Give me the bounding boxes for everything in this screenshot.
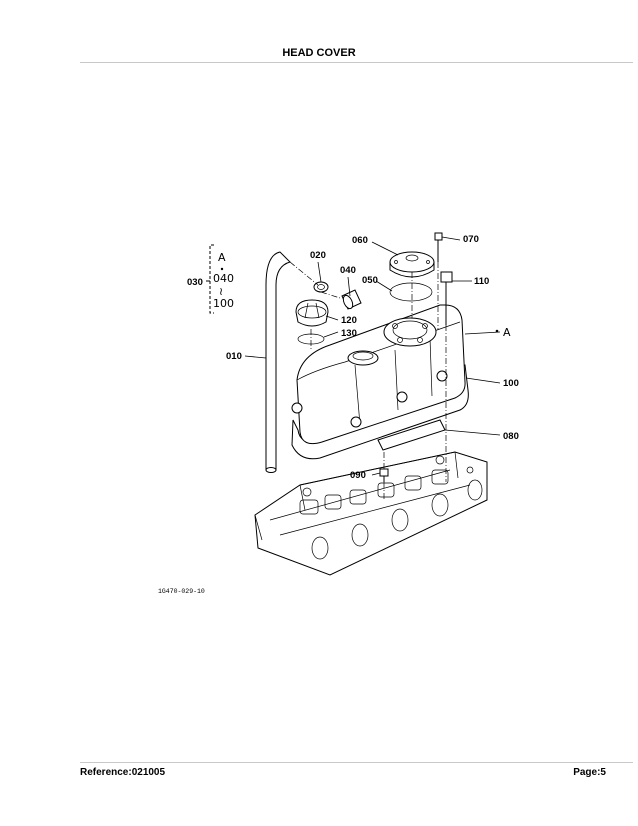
ref-marker-dot — [495, 329, 499, 333]
bracket-top: A — [218, 251, 226, 264]
callout-020: 020 — [310, 250, 326, 261]
callout-130: 130 — [341, 328, 357, 339]
pipe-end — [265, 467, 277, 473]
breather-pipe — [265, 251, 291, 471]
page-number: Page:5 — [573, 767, 606, 778]
breather-cover — [389, 251, 435, 278]
header-divider — [80, 62, 633, 63]
bracket-dot — [220, 267, 224, 271]
callout-060: 060 — [352, 235, 368, 246]
footer-divider — [80, 762, 633, 763]
callout-010: 010 — [226, 351, 242, 362]
page-title: HEAD COVER — [282, 47, 356, 59]
callout-050: 050 — [362, 275, 378, 286]
breather-o-ring — [389, 282, 433, 302]
callout-110: 110 — [474, 276, 489, 287]
cylinder-head — [254, 451, 488, 576]
alignment-axes — [289, 261, 447, 500]
bracket-from: 040 — [213, 272, 234, 285]
breather-hose — [341, 289, 362, 310]
bolt-110 — [440, 271, 453, 325]
drawing-code: 1G470-029-10 — [158, 588, 205, 595]
callout-090: 090 — [350, 470, 366, 481]
range-bracket: A 040 ≀ 100 — [206, 244, 234, 314]
head-cover-body — [291, 304, 466, 445]
callout-120: 120 — [341, 315, 357, 326]
bolt-090 — [379, 468, 389, 482]
oil-filler-cap — [295, 299, 329, 327]
screw-070 — [434, 232, 443, 262]
bracket-sep: ≀ — [219, 285, 223, 298]
ref-marker-a: A — [503, 326, 511, 339]
callout-100: 100 — [503, 378, 519, 389]
callout-030: 030 — [187, 277, 203, 288]
bracket-to: 100 — [213, 297, 234, 310]
callout-040: 040 — [340, 265, 356, 276]
reference-number: Reference:021005 — [80, 767, 166, 778]
callout-070: 070 — [463, 234, 479, 245]
callout-080: 080 — [503, 431, 519, 442]
leader-lines — [244, 236, 501, 476]
